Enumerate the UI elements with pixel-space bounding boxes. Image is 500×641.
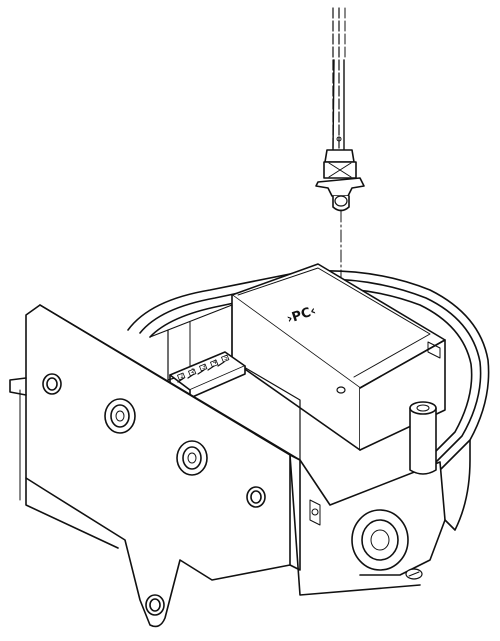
small-hole-right (246, 486, 266, 508)
pc-electronics-box: ›PC‹ (231, 263, 446, 451)
small-hole-top-left (42, 373, 62, 395)
terminal-number-5: 5 (224, 355, 228, 362)
terminal-number-3: 3 (202, 364, 206, 371)
large-hole-right (176, 440, 208, 476)
front-mounting-plate (9, 304, 301, 628)
terminal-number-4: 4 (213, 359, 217, 366)
sensor-cable (332, 7, 346, 151)
plate-holes (42, 373, 266, 616)
cable-plug-connector (315, 149, 365, 212)
terminal-number-1: 1 (180, 373, 184, 380)
gasket-seal (127, 270, 490, 471)
bottom-screw (405, 568, 423, 580)
mounting-pillar (409, 401, 437, 475)
large-hole-left (104, 398, 136, 434)
cable-gland (309, 499, 409, 571)
terminal-number-2: 2 (191, 368, 195, 375)
small-hole-bottom (145, 594, 165, 616)
terminal-block: 1 2 3 4 5 (169, 351, 246, 399)
